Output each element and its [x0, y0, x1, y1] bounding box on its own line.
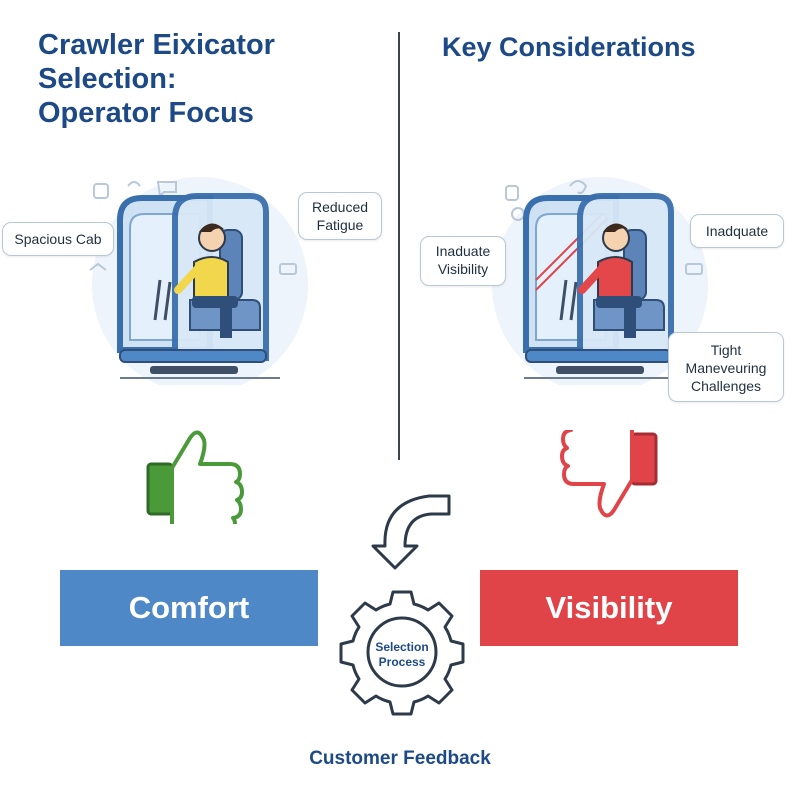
- comfort-bar: Comfort: [60, 570, 318, 646]
- callout-inadequate-visibility: Inaduate Visibility: [420, 236, 506, 286]
- customer-feedback-label: Customer Feedback: [309, 748, 491, 769]
- thumbs-down-icon: [560, 430, 658, 518]
- gear-label-line-2: Process: [378, 655, 426, 669]
- title-line-2: Selection:: [38, 63, 177, 95]
- key-considerations-title: Key Considerations: [442, 32, 696, 62]
- title-line-1: Crawler Eixicator: [38, 29, 275, 61]
- callout-reduced-fatigue: Reduced Fatigue: [298, 192, 382, 240]
- callout-tight-line-3: Challenges: [690, 378, 762, 394]
- curved-arrow-icon: [371, 494, 451, 570]
- callout-inadequate-text: Inadquate: [705, 223, 769, 239]
- callout-inadequate-visibility-line-2: Visibility: [437, 261, 489, 277]
- operator-cab-visibility-icon: [492, 177, 708, 385]
- callout-spacious-cab-text: Spacious Cab: [14, 231, 102, 247]
- operator-cab-comfort-icon: [89, 177, 308, 385]
- thumbs-up-icon: [146, 430, 244, 524]
- panel-divider: [398, 32, 400, 460]
- page-title: Crawler Eixicator Selection: Operator Fo…: [38, 28, 368, 130]
- callout-spacious-cab: Spacious Cab: [2, 222, 114, 256]
- callout-reduced-fatigue-line-2: Fatigue: [316, 217, 364, 233]
- title-line-3: Operator Focus: [38, 97, 254, 129]
- callout-reduced-fatigue-line-1: Reduced: [311, 199, 369, 215]
- callout-tight-maneuvering: Tight Maneveuring Challenges: [668, 332, 784, 402]
- gear-label-line-1: Selection: [375, 640, 429, 654]
- gear-label: Selection Process: [360, 640, 444, 670]
- callout-inadequate-visibility-line-1: Inaduate: [435, 243, 491, 259]
- gear-icon: [339, 590, 465, 716]
- visibility-bar: Visibility: [480, 570, 738, 646]
- callout-tight-line-1: Tight: [710, 342, 742, 358]
- callout-tight-line-2: Maneveuring: [685, 360, 767, 376]
- callout-inadequate: Inadquate: [690, 214, 784, 248]
